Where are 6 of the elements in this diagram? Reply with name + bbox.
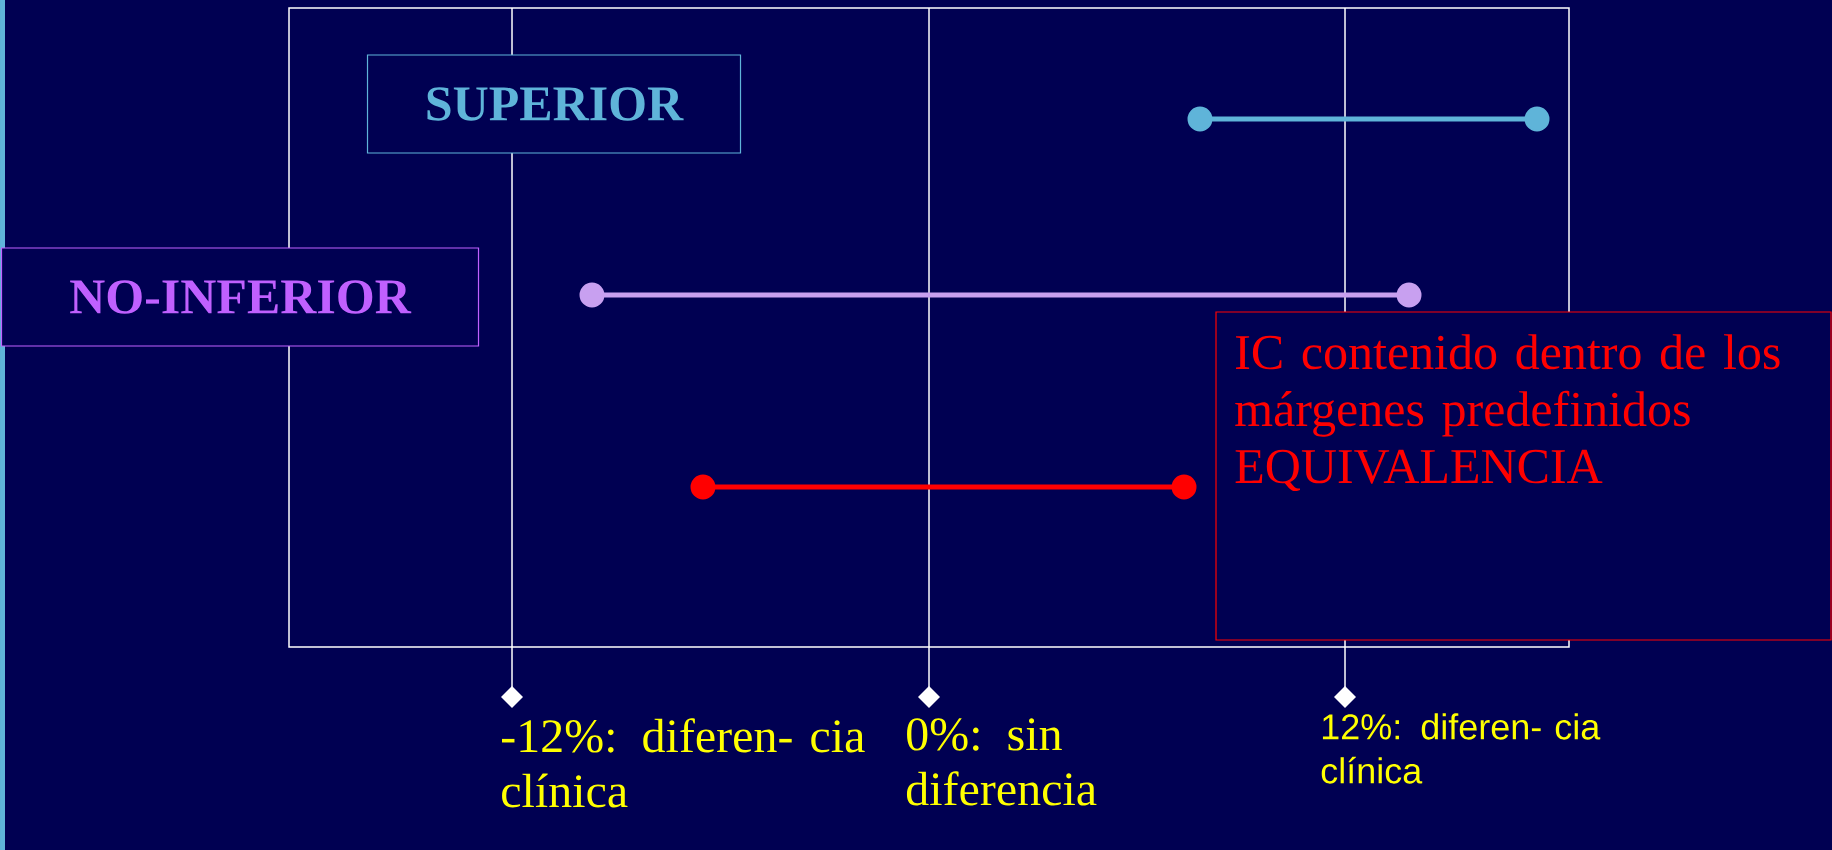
axis-label: 12%: diferen- cia clínica: [1321, 713, 1601, 784]
callout-box: IC contenido dentro de los márgenes predefinidos EQUIVALENCIA: [1215, 311, 1832, 641]
category-box: SUPERIOR: [366, 54, 742, 154]
axis-label: -12%: diferen- cia clínica: [502, 718, 865, 808]
axis-label: 0%: sin diferencia: [906, 718, 1097, 806]
category-box: NO-INFERIOR: [0, 247, 480, 347]
